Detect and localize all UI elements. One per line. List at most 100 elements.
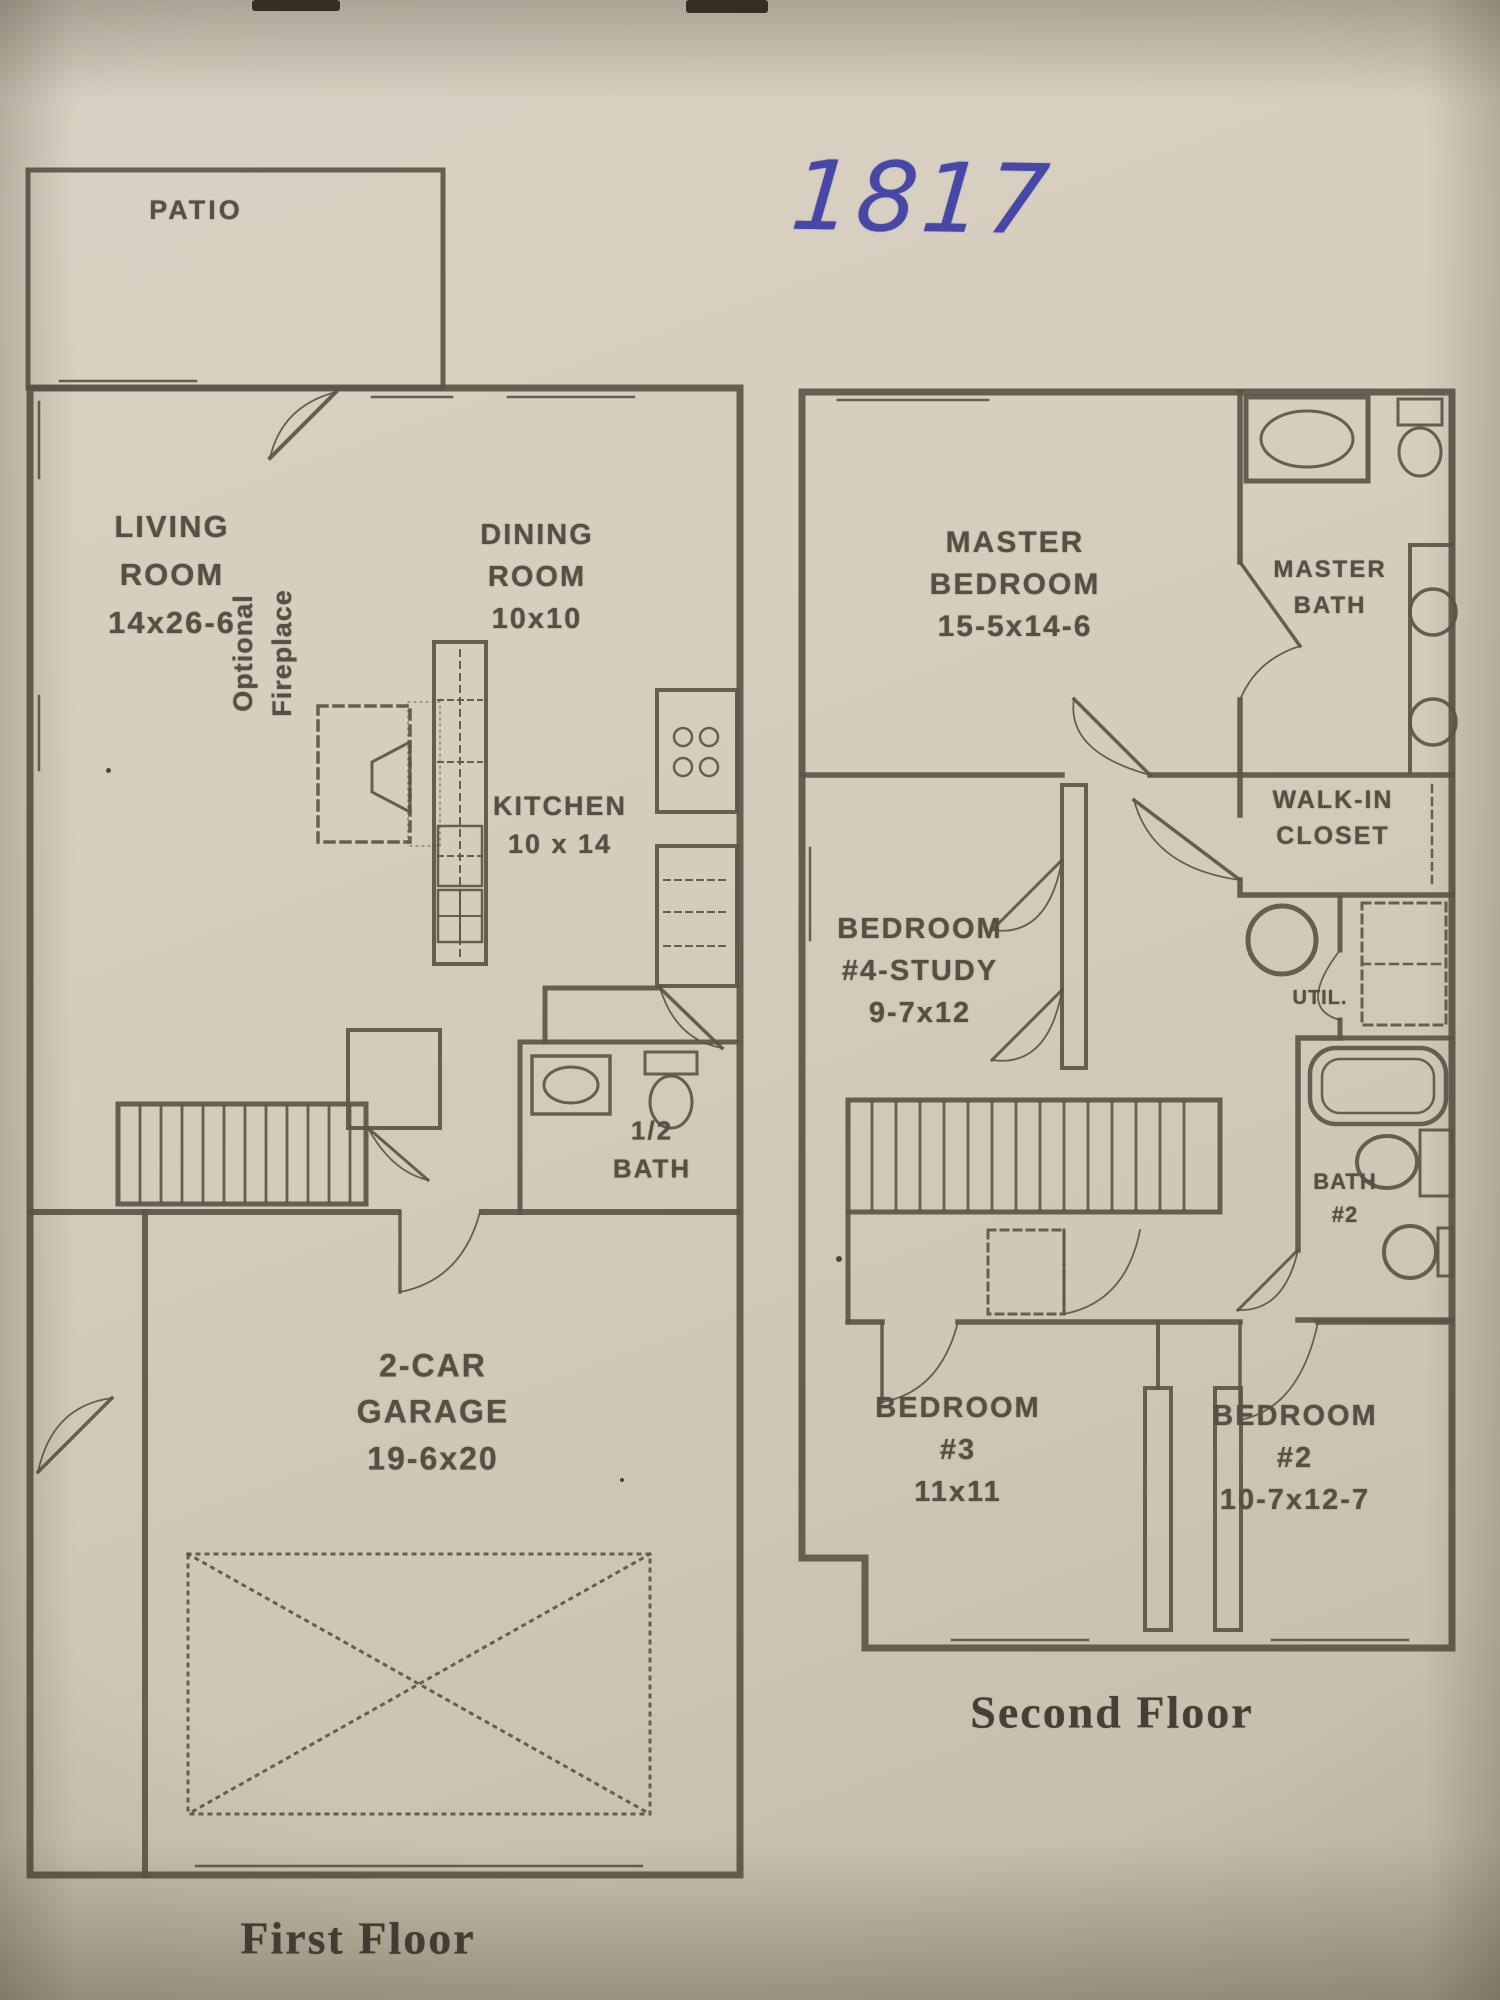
- stairs-second-floor: [845, 1097, 1223, 1215]
- stair-treads: [138, 1104, 352, 1204]
- label-patio: PATIO: [149, 193, 243, 229]
- label-dining-room: DINING ROOM 10x10: [480, 514, 594, 640]
- half-bath-walls: [517, 1039, 740, 1215]
- toilet-tank: [643, 1050, 699, 1076]
- fireplace-note: Fireplace: [267, 589, 297, 717]
- hall-closet: [346, 1028, 442, 1130]
- room-dimensions: 11x11: [914, 1476, 1002, 1509]
- garage-pad: [186, 1552, 652, 1816]
- room-name: CLOSET: [1276, 822, 1390, 850]
- room-name: MASTER: [945, 526, 1085, 559]
- bifold-arc: [990, 988, 1064, 1062]
- label-bath-2: BATH #2: [1313, 1165, 1376, 1231]
- garage-door-arc: [398, 1210, 482, 1294]
- room-name: ROOM: [487, 560, 587, 593]
- paper-speck: [620, 1478, 624, 1482]
- kitchen-hall-wall: [542, 985, 663, 1045]
- dishwasher-marks: [437, 889, 483, 943]
- label-bedroom-4-study: BEDROOM #4-STUDY 9-7x12: [837, 908, 1002, 1034]
- firebox: [370, 739, 412, 815]
- bedroom3-door-arc: [880, 1320, 960, 1404]
- second-floor-plan: [798, 388, 1458, 1652]
- walk-in-closet-walls: [1237, 772, 1455, 898]
- room-dimensions: 15-5x14-6: [937, 610, 1093, 643]
- fireplace-note: Optional: [227, 594, 258, 712]
- master-vanity: [1408, 543, 1454, 774]
- label-optional-fireplace: Optional Fireplace: [224, 589, 302, 717]
- room-dimensions: 9-7x12: [868, 997, 972, 1030]
- room-name: BEDROOM: [1212, 1399, 1378, 1432]
- fireplace-masonry: [407, 701, 441, 847]
- room-name: KITCHEN: [493, 791, 627, 822]
- room-name: #3: [939, 1433, 977, 1466]
- master-door-leaf: [1071, 696, 1153, 778]
- master-bath-door-arc: [1238, 644, 1302, 702]
- patio-door-arc: [268, 390, 338, 460]
- front-door-arc: [36, 1396, 114, 1474]
- kitchen-sink: [436, 824, 484, 888]
- room-name: 1/2: [630, 1115, 674, 1146]
- paper-speck: [106, 768, 111, 773]
- closet-door-leaf: [365, 1125, 431, 1183]
- linen-closet: [986, 1228, 1066, 1316]
- room-name: #2: [1331, 1202, 1359, 1227]
- room-dimensions: 10x10: [491, 603, 583, 636]
- label-walk-in-closet: WALK-IN CLOSET: [1273, 782, 1394, 855]
- bedroom-closet: [1143, 1386, 1173, 1632]
- hall-door-arc: [1062, 1228, 1142, 1316]
- bedroom2-door-arc: [1238, 1320, 1320, 1422]
- first-floor-outline: [26, 384, 744, 1879]
- room-name: BATH: [1313, 1169, 1377, 1194]
- half-bath-vanity: [530, 1054, 612, 1116]
- bath2-sink: [1355, 1134, 1419, 1190]
- pantry-cabinet: [655, 844, 739, 988]
- room-name: DINING: [480, 518, 594, 551]
- window-marks: [808, 398, 1410, 1642]
- burner: [698, 726, 720, 748]
- closet-door-arc: [1132, 798, 1242, 882]
- bedroom4-closet: [1060, 783, 1088, 1070]
- burner: [672, 726, 694, 748]
- second-floor-caption: Second Floor: [970, 1686, 1254, 1738]
- label-bedroom-2: BEDROOM #2 10-7x12-7: [1212, 1395, 1377, 1521]
- bath2-door-leaf: [1235, 1247, 1301, 1313]
- paper-speck: [836, 1256, 842, 1262]
- room-name: BEDROOM: [875, 1391, 1041, 1424]
- room-name: PATIO: [149, 195, 243, 226]
- page-edge-mark: [252, 0, 340, 11]
- burner: [698, 756, 720, 778]
- room-dimensions: 10-7x12-7: [1219, 1484, 1371, 1517]
- room-name: #4-STUDY: [841, 954, 999, 987]
- pantry-shelves: [663, 879, 731, 947]
- second-floor-outline: [798, 388, 1456, 1652]
- bifold-leaf: [989, 857, 1065, 933]
- hall-door-arc: [658, 986, 724, 1050]
- bedroom-closet: [1213, 1386, 1243, 1632]
- bifold-leaf: [989, 987, 1065, 1063]
- label-living-room: LIVING ROOM 14x26-6: [108, 503, 236, 647]
- room-name: LIVING: [114, 508, 230, 544]
- bath2-toilet: [1382, 1224, 1438, 1280]
- master-toilet-tank: [1396, 397, 1444, 427]
- closet-door-arc: [366, 1126, 430, 1182]
- label-bedroom-3: BEDROOM #3 11x11: [875, 1387, 1040, 1513]
- label-master-bath: MASTER BATH: [1273, 552, 1386, 624]
- room-name: GARAGE: [356, 1393, 510, 1430]
- bifold-arc: [990, 858, 1064, 932]
- room-name: UTIL.: [1292, 986, 1348, 1009]
- burner: [672, 756, 694, 778]
- room-dimensions: 10 x 14: [507, 829, 613, 859]
- master-door-arc: [1072, 697, 1152, 777]
- label-half-bath: 1/2 BATH: [613, 1112, 691, 1187]
- half-bath-sink: [542, 1065, 600, 1105]
- kitchen-island: [432, 640, 488, 966]
- room-dimensions: 19-6x20: [367, 1440, 499, 1477]
- label-master-bedroom: MASTER BEDROOM 15-5x14-6: [930, 522, 1101, 648]
- room-name: WALK-IN: [1272, 785, 1394, 814]
- room-name: ROOM: [119, 556, 225, 592]
- room-name: BEDROOM: [837, 912, 1003, 945]
- vanity-sink: [1408, 697, 1458, 747]
- label-kitchen: KITCHEN 10 x 14: [493, 788, 627, 864]
- vanity-sink: [1408, 587, 1458, 637]
